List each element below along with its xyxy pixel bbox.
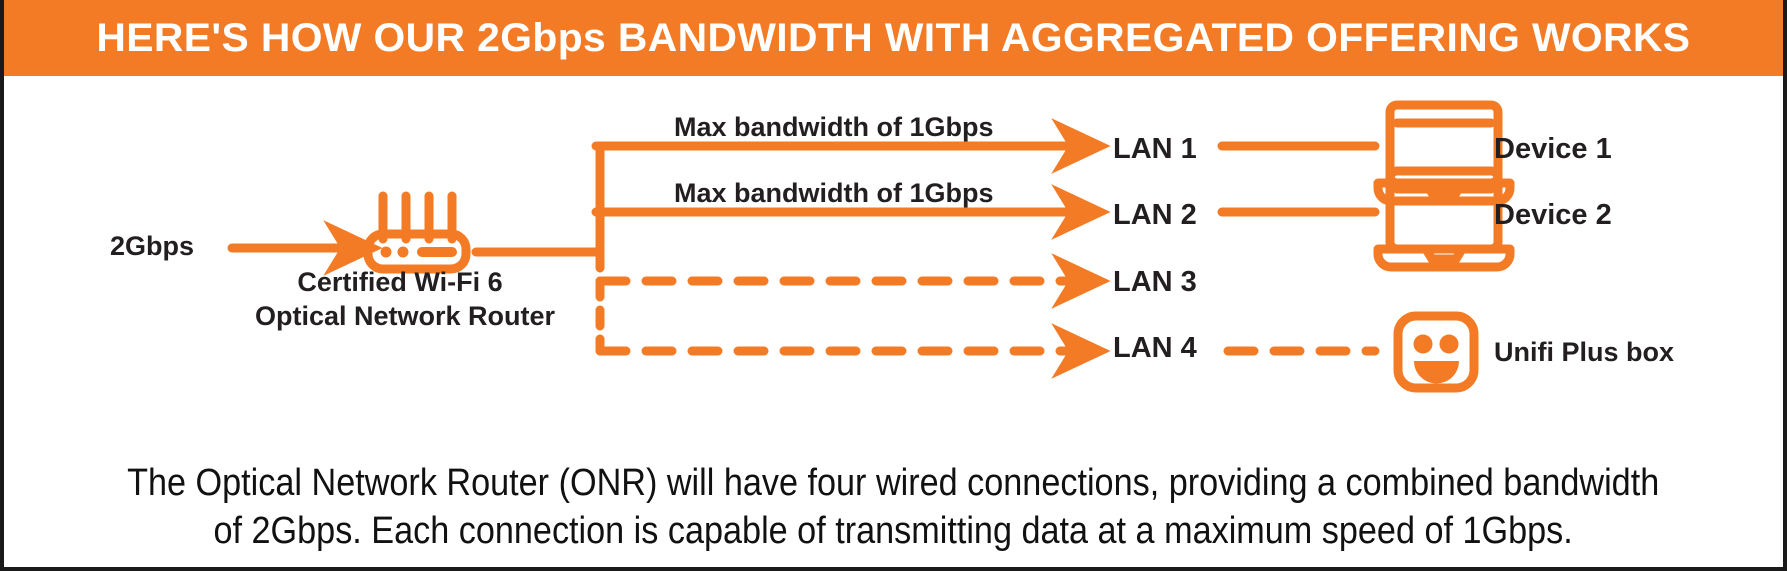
unifi-plus-box-label: Unifi Plus box [1494, 337, 1675, 367]
bandwidth-label-lan1: Max bandwidth of 1Gbps [674, 112, 994, 142]
input-bandwidth-label: 2Gbps [110, 231, 195, 261]
lan-port-label-3: LAN 3 [1113, 266, 1197, 298]
unifi-plus-box-icon [1393, 311, 1479, 393]
device-label-1: Device 1 [1494, 133, 1612, 165]
bandwidth-label-lan2: Max bandwidth of 1Gbps [674, 178, 994, 208]
network-diagram: 2Gbps Certified Wi-Fi 6 Optical Network … [4, 76, 1783, 448]
lan-port-label-1: LAN 1 [1113, 133, 1197, 165]
header-banner: HERE'S HOW OUR 2Gbps BANDWIDTH WITH AGGR… [4, 0, 1783, 76]
laptop-icon [1373, 166, 1515, 272]
caption-block: The Optical Network Router (ONR) will ha… [4, 448, 1783, 567]
caption-line-2: of 2Gbps. Each connection is capable of … [213, 509, 1574, 552]
page-title: HERE'S HOW OUR 2Gbps BANDWIDTH WITH AGGR… [96, 15, 1691, 60]
device-label-2: Device 2 [1494, 199, 1612, 231]
router-label-line2: Optical Network Router [255, 301, 556, 331]
diagram-graphics [227, 100, 1515, 393]
lan-port-label-2: LAN 2 [1113, 199, 1197, 231]
wifi-router-icon [363, 191, 471, 274]
caption-line-1: The Optical Network Router (ONR) will ha… [127, 461, 1660, 504]
lan-port-label-4: LAN 4 [1113, 332, 1197, 364]
router-label-line1: Certified Wi-Fi 6 [297, 267, 503, 297]
